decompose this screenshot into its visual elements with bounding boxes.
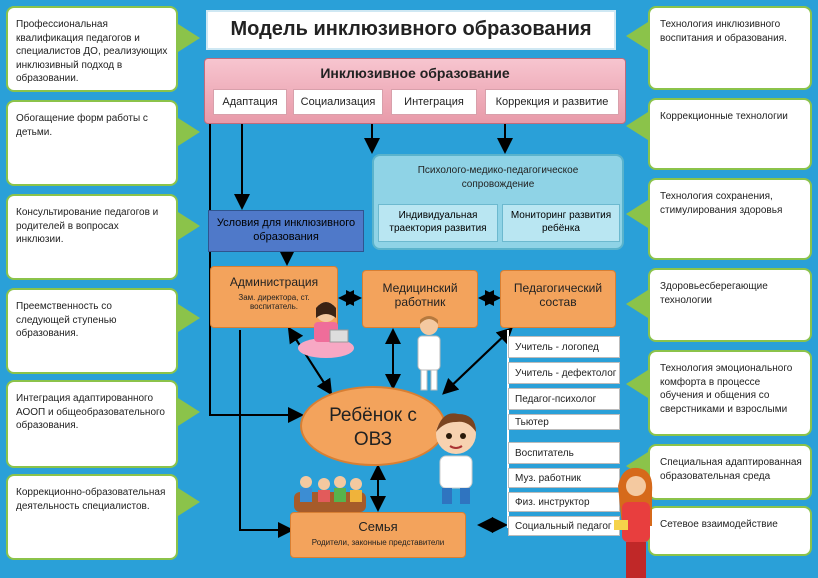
left-box-2: Обогащение форм работы с детьми. [6,100,178,186]
teacher-woman-illustration [614,467,653,578]
left-box-6: Коррекционно-образовательная деятельност… [6,474,178,560]
family-heading: Семья [358,519,398,534]
left-box-1: Профессиональная квалификация педагогов … [6,6,178,92]
inclusive-item-socialization: Социализация [293,89,383,115]
staff-item: Муз. работник [508,468,620,488]
arrow-right-icon [178,24,200,52]
staff-item: Учитель - дефектолог [508,362,620,384]
family-illustration [294,476,366,512]
teacher-at-laptop-illustration [298,302,354,358]
arrow-right-icon [178,398,200,426]
arrow-left-icon [626,22,648,50]
right-box-2: Коррекционные технологии [648,98,812,170]
child-illustration [436,413,476,504]
arrow-left-icon [626,370,648,398]
conditions-box: Условия для инклюзивного образования [208,210,364,252]
administration-heading: Администрация [229,275,319,289]
pmp-individual-path: Индивидуальная траектория развития [378,204,498,242]
left-column [0,0,200,578]
doctor-illustration [417,316,441,391]
pmp-monitoring: Мониторинг развития ребёнка [502,204,620,242]
family-box: Семья Родители, законные представители [290,512,466,558]
medical-worker-box: Медицинский работник [362,270,478,328]
right-box-1: Технология инклюзивного воспитания и обр… [648,6,812,90]
arrow-left-icon [626,290,648,318]
staff-item: Воспитатель [508,442,620,464]
inclusive-item-integration: Интеграция [391,89,477,115]
inclusive-heading: Инклюзивное образование [320,65,510,81]
family-sub: Родители, законные представители [311,538,445,547]
pmp-heading: Психолого-медико-педагогическое сопровож… [417,165,579,190]
page-title: Модель инклюзивного образования [206,10,616,50]
staff-item: Тьютер [508,414,620,430]
staff-item: Учитель - логопед [508,336,620,358]
arrow-left-icon [626,112,648,140]
administration-sub: Зам. директора, ст. воспитатель. [238,293,310,311]
right-box-6: Специальная адаптированная образовательн… [648,444,812,500]
pmp-support-box: Психолого-медико-педагогическое сопровож… [372,154,624,250]
left-box-5: Интеграция адаптированного АООП и общеоб… [6,380,178,468]
arrow-right-icon [178,304,200,332]
administration-box: Администрация Зам. директора, ст. воспит… [210,266,338,328]
staff-item: Физ. инструктор [508,492,620,512]
right-box-3: Технология сохранения, стимулирования зд… [648,178,812,260]
child-ellipse: Ребёнок с ОВЗ [300,386,446,466]
arrow-left-icon [626,200,648,228]
inclusive-item-correction: Коррекция и развитие [485,89,619,115]
right-box-4: Здоровьесберегающие технологии [648,268,812,342]
left-box-4: Преемственность со следующей ступенью об… [6,288,178,374]
staff-item: Социальный педагог [508,516,620,536]
staff-item: Педагог-психолог [508,388,620,410]
right-box-7: Сетевое взаимодействие [648,506,812,556]
arrow-right-icon [178,488,200,516]
staff-list: Учитель - логопед Учитель - дефектолог П… [508,336,620,536]
pedagogical-staff-box: Педагогический состав [500,270,616,328]
left-box-3: Консультирование педагогов и родителей в… [6,194,178,280]
right-box-5: Технология эмоционального комфорта в про… [648,350,812,436]
inclusive-education-banner: Инклюзивное образование Адаптация Социал… [204,58,626,124]
inclusive-item-adaptation: Адаптация [213,89,287,115]
arrow-right-icon [178,212,200,240]
child-label: Ребёнок с ОВЗ [329,405,417,450]
arrow-right-icon [178,118,200,146]
